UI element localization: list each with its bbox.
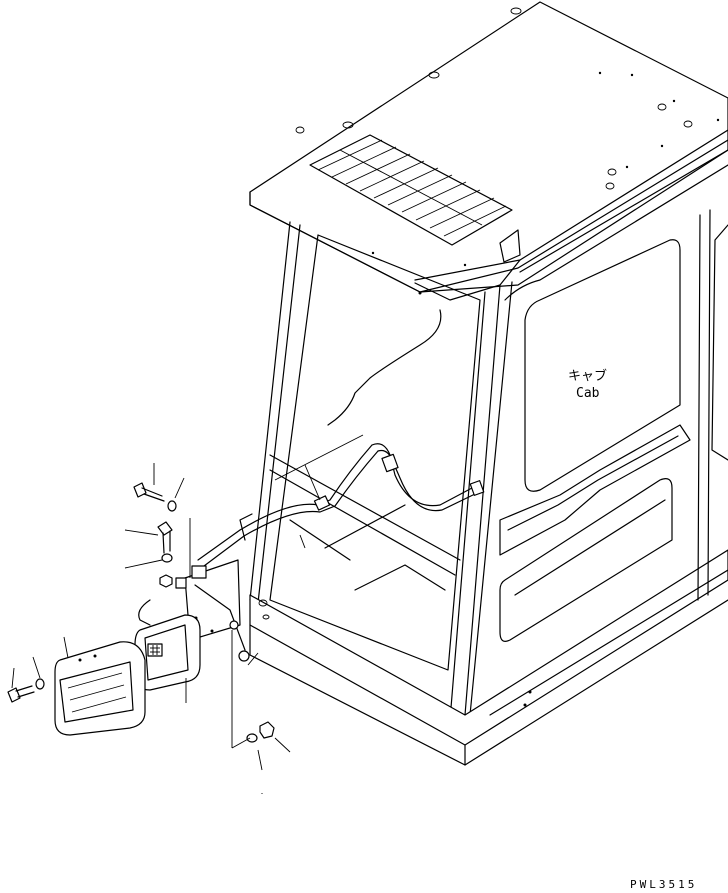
work-lamp xyxy=(134,614,201,691)
drawing-code: PWL3515 xyxy=(630,878,697,891)
leader-lines xyxy=(11,463,306,794)
cab-label-english: Cab xyxy=(576,386,600,401)
cab-body xyxy=(249,149,728,766)
cab-roof xyxy=(249,1,728,301)
wiring-harness xyxy=(197,434,485,567)
cab-label-japanese: キャブ xyxy=(568,368,607,384)
lamp-guard xyxy=(54,641,146,736)
fasteners xyxy=(7,482,275,743)
